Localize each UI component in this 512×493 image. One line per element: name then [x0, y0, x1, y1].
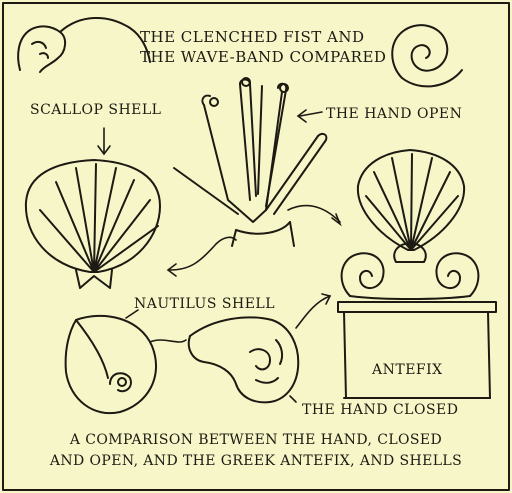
arrow-hand-closed-label: [290, 396, 296, 402]
title-line-2: THE WAVE-BAND COMPARED: [140, 48, 386, 66]
arrow-hand-antefix: [288, 206, 340, 222]
scallop-shell-drawing: [26, 160, 160, 288]
open-hand-drawing: [174, 78, 326, 246]
label-hand-closed: THE HAND CLOSED: [302, 402, 458, 418]
clenched-fist-drawing: [18, 18, 150, 72]
title-line-1: THE CLENCHED FIST AND: [140, 28, 364, 46]
label-antefix: ANTEFIX: [372, 362, 443, 378]
nautilus-shell-drawing: [66, 316, 156, 413]
arrow-nautilus-closed: [150, 340, 186, 342]
closed-hand-drawing: [189, 317, 298, 402]
arrow-closed-antefix: [296, 296, 330, 328]
label-scallop-shell: SCALLOP SHELL: [30, 102, 161, 118]
arrow-scallop-hand: [170, 237, 236, 270]
caption-line-2: AND OPEN, AND THE GREEK ANTEFIX, AND SHE…: [0, 453, 512, 469]
wave-band-spiral-drawing: [392, 25, 462, 86]
antefix-drawing: [338, 150, 496, 398]
label-hand-open: THE HAND OPEN: [326, 106, 462, 122]
caption-line-1: A COMPARISON BETWEEN THE HAND, CLOSED: [0, 432, 512, 448]
label-nautilus-shell: NAUTILUS SHELL: [134, 296, 275, 312]
